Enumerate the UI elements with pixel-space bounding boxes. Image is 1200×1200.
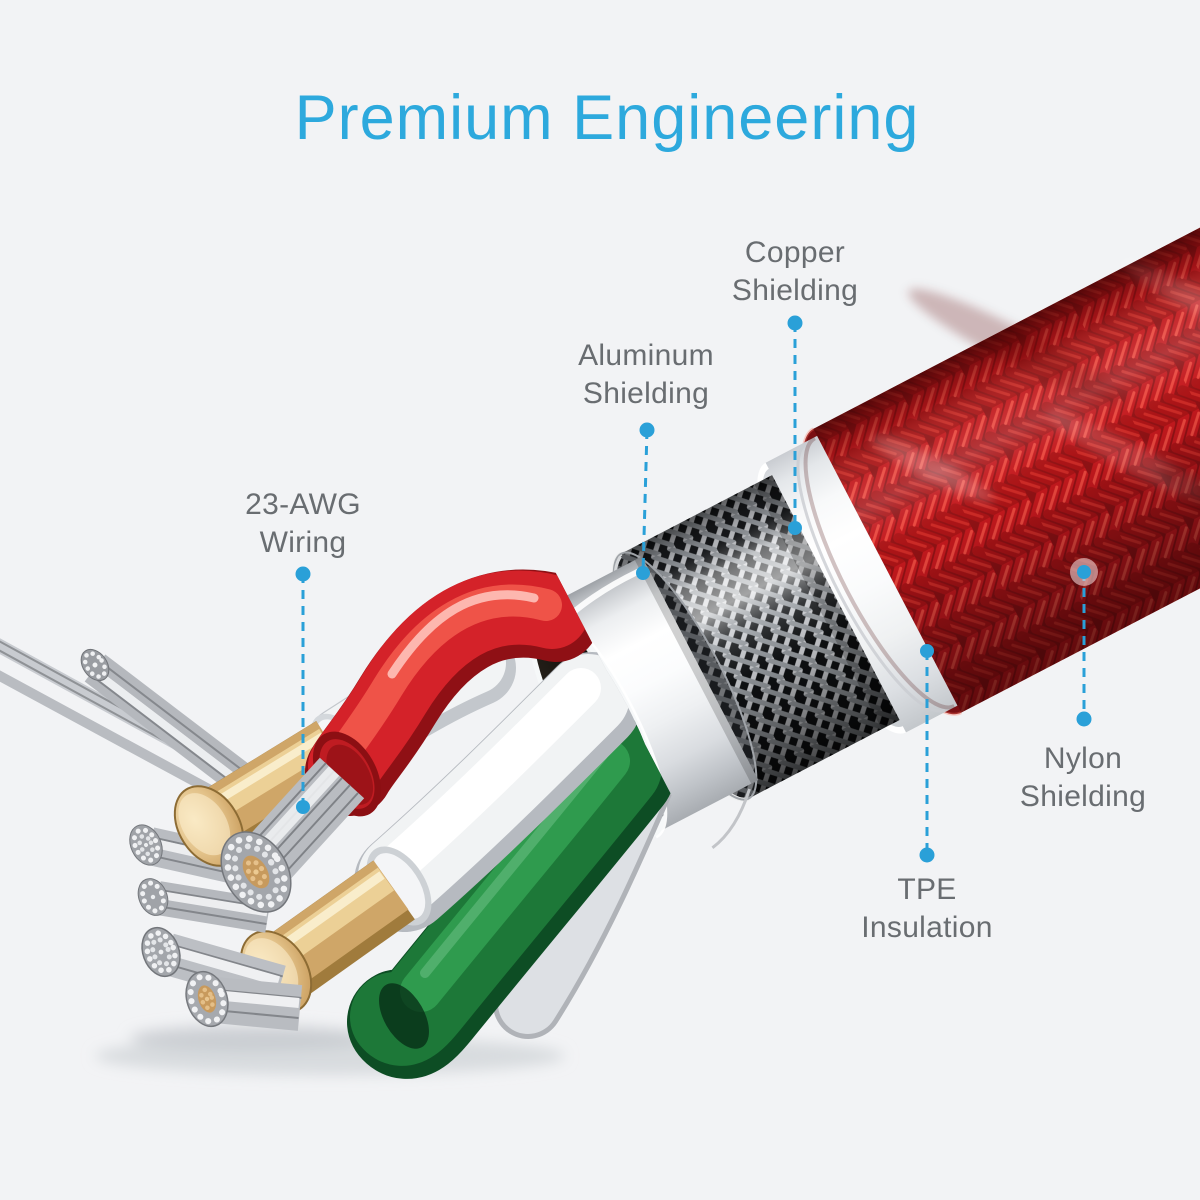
ground-shadow (95, 1025, 565, 1075)
stray-strand-2 (0, 663, 243, 811)
mesh-stray-strand (711, 788, 751, 849)
green-wire (347, 719, 675, 1079)
leader-copper-dot-label (787, 315, 803, 331)
leader-lines (295, 315, 1098, 863)
inner-wires (0, 569, 683, 1079)
page-title: Premium Engineering (294, 83, 920, 153)
leader-aluminum-dot-target (636, 566, 650, 580)
leader-copper-dot-target (788, 521, 802, 535)
callout-copper-shielding: Copper Shielding (731, 236, 859, 307)
callout-tpe-insulation: TPE Insulation (861, 873, 993, 944)
callout-23-awg-wiring: 23-AWG Wiring (245, 488, 361, 559)
leader-tpe (919, 644, 935, 863)
bottom-gold-core-wire (185, 970, 303, 1031)
leader-awg-dot-target (296, 800, 310, 814)
bottom-strand-wire (141, 926, 286, 1007)
leader-nylon-dot-target (1077, 565, 1091, 579)
leader-aluminum-line (641, 429, 649, 574)
thin-wire-1 (80, 648, 266, 804)
leader-awg (295, 566, 311, 814)
red-conductor-face (220, 831, 292, 913)
leader-nylon-dot-label (1076, 711, 1092, 727)
leader-copper (787, 315, 803, 535)
white-wire-b (354, 652, 642, 932)
green-wire-tip (379, 983, 429, 1049)
leader-aluminum-dot-label (639, 422, 655, 438)
leader-tpe-dot-target (920, 644, 934, 658)
callout-nylon-shielding: Nylon Shielding (1019, 742, 1147, 813)
callout-aluminum-shielding: Aluminum Shielding (578, 339, 714, 410)
leader-aluminum (636, 422, 655, 580)
leader-awg-dot-label (295, 566, 311, 582)
thin-wire-3 (137, 878, 271, 933)
leader-nylon (1070, 558, 1098, 727)
leader-tpe-dot-label (919, 847, 935, 863)
